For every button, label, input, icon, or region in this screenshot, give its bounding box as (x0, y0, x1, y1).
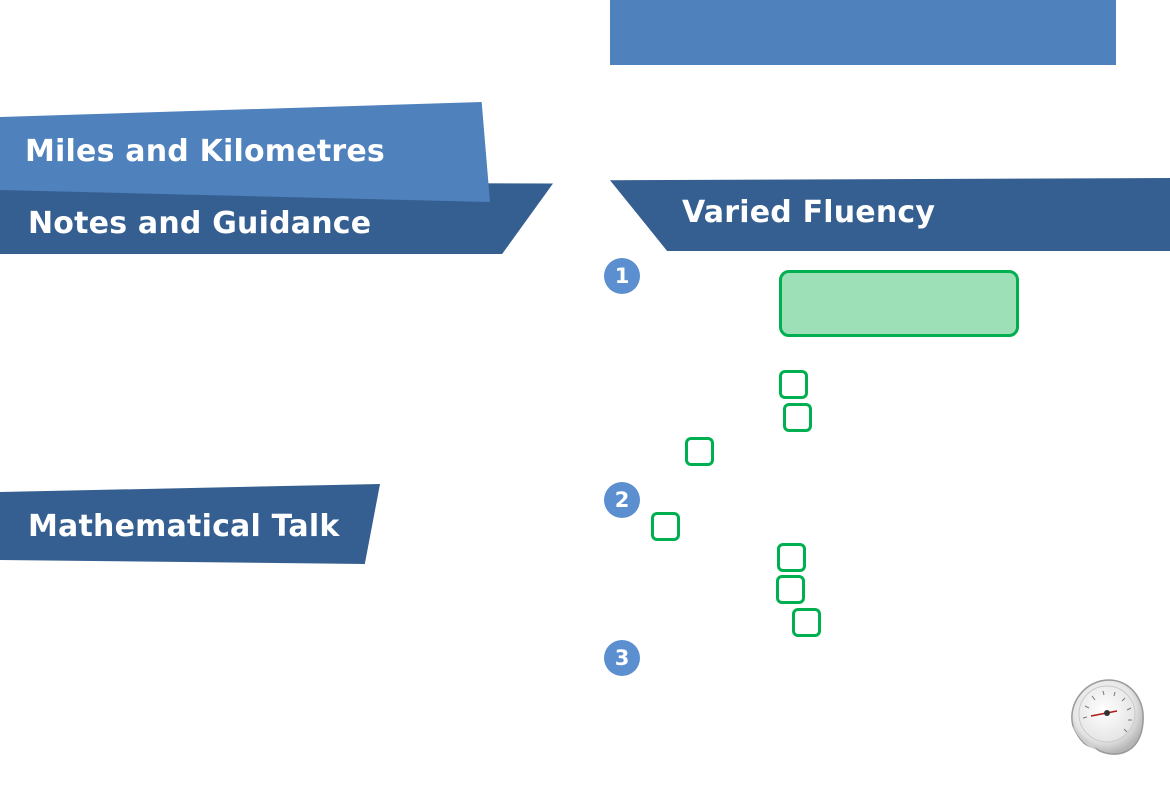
speedometer-icon (1071, 679, 1144, 755)
question-2-tickbox-a[interactable] (651, 512, 680, 541)
notes-guidance-text: Notes and Guidance (28, 205, 372, 241)
header-bar (610, 0, 1116, 65)
question-1-tickbox-b[interactable] (783, 403, 812, 432)
varied-fluency-text: Varied Fluency (682, 195, 936, 230)
mathematical-talk-text: Mathematical Talk (28, 508, 340, 544)
page-title: Miles and Kilometres (0, 102, 490, 202)
question-1-tickbox-c[interactable] (685, 437, 714, 466)
question-number-2-text: 2 (614, 487, 630, 512)
question-number-3: 3 (604, 640, 640, 676)
question-1-answer-box[interactable] (779, 270, 1019, 337)
varied-fluency-heading: Varied Fluency (610, 178, 1170, 251)
question-2-tickbox-c[interactable] (776, 575, 805, 604)
page-title-text: Miles and Kilometres (25, 133, 385, 169)
question-2-tickbox-d[interactable] (792, 608, 821, 637)
question-number-1: 1 (604, 258, 640, 294)
question-number-2: 2 (604, 482, 640, 518)
question-1-tickbox-a[interactable] (779, 370, 808, 399)
question-number-1-text: 1 (614, 263, 630, 288)
mathematical-talk-heading: Mathematical Talk (0, 484, 380, 564)
question-2-tickbox-b[interactable] (777, 543, 806, 572)
question-number-3-text: 3 (614, 645, 630, 670)
